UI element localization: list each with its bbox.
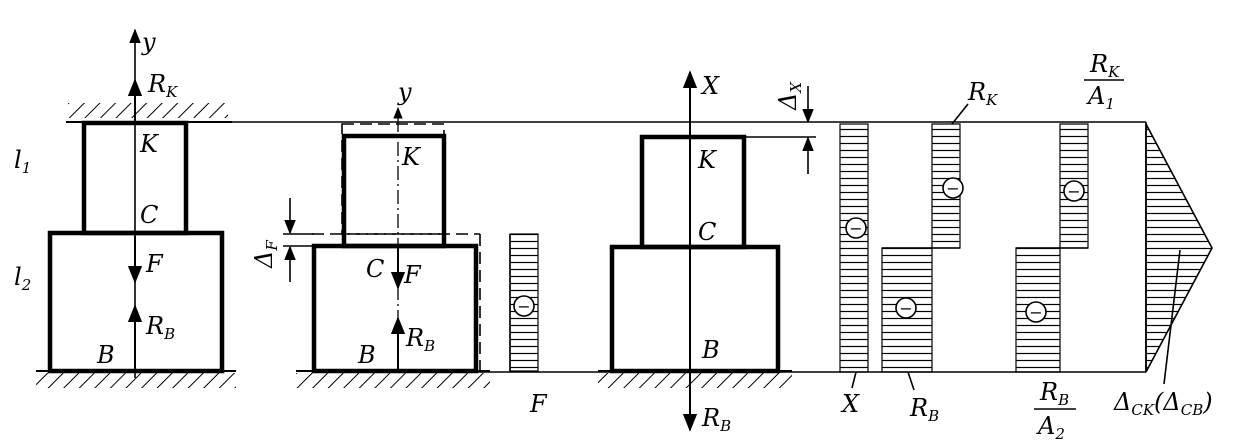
rb-label: RB	[701, 404, 731, 435]
frac-top-denominator: A1	[1086, 82, 1115, 113]
stress-top-minus-circle	[1063, 180, 1085, 202]
k-label: K	[401, 143, 422, 171]
delta-ck-label: ΔCK(ΔCB)	[1113, 388, 1213, 419]
delta-x-label: ΔX	[774, 81, 805, 111]
frac-bottom-denominator: A2	[1036, 412, 1065, 443]
c-label: C	[366, 255, 384, 283]
f-label: F	[145, 250, 164, 278]
b-label: B	[357, 341, 376, 369]
rb-label: RB	[145, 312, 175, 343]
original-upper-outline	[341, 123, 445, 235]
c-label: C	[140, 201, 158, 229]
x-diagram	[839, 123, 869, 373]
stress-top-minus: −	[1067, 182, 1080, 201]
rb-minus: −	[899, 299, 912, 318]
l1-label: l1	[14, 146, 31, 177]
bottom-support-hatch	[296, 373, 490, 388]
rb-minus-circle	[895, 297, 917, 319]
bottom-support-hatch	[598, 373, 792, 388]
delta-f-label: ΔF	[250, 240, 281, 269]
rb-label: RB	[909, 394, 939, 425]
x-diagram-leader	[851, 371, 857, 389]
f-diagram-label: F	[529, 390, 548, 418]
stress-bottom-minus: −	[1029, 303, 1042, 322]
x-diagram-label: X	[840, 390, 860, 418]
b-label: B	[96, 341, 115, 369]
y-axis-label: y	[397, 78, 412, 106]
x-diagram-minus-circle	[845, 217, 867, 239]
f-diagram-minus: −	[517, 297, 530, 316]
x-label: X	[700, 72, 720, 100]
frac-top-numerator: RK	[1089, 50, 1120, 81]
rb-label: RB	[405, 324, 435, 355]
rb-leader	[907, 371, 915, 391]
l2-label: l2	[14, 263, 31, 294]
figure-3-released-bar: ΔX X K C B RB	[598, 70, 816, 435]
rk-leader	[951, 103, 969, 125]
lower-bar-segment	[609, 244, 781, 374]
frac-bottom-numerator: RB	[1039, 378, 1069, 409]
lower-bar-segment	[47, 230, 225, 374]
k-label: K	[697, 146, 718, 174]
figure-1-fixed-bar: y RK K C F RB B l1 l2	[14, 28, 236, 388]
upper-bar-segment	[341, 133, 447, 249]
displacement-diagram	[1145, 123, 1213, 373]
bottom-support-hatch	[36, 373, 236, 388]
c-label: C	[698, 218, 716, 246]
k-label: K	[139, 130, 160, 158]
upper-bar-segment	[639, 134, 747, 250]
internal-force-diagrams: − X − − RK RB − − RK A1 RB A2 ΔCK(ΔCB)	[66, 50, 1213, 443]
rk-minus: −	[946, 179, 959, 198]
stress-bottom-minus-circle	[1025, 301, 1047, 323]
rk-label: RK	[147, 70, 178, 101]
delta-leader	[1163, 249, 1181, 385]
lower-bar-segment	[311, 243, 479, 374]
x-diagram-minus: −	[849, 219, 862, 238]
b-label: B	[701, 336, 720, 364]
f-diagram-minus-circle	[513, 295, 535, 317]
figure-2-free-bar: ΔF y K C F RB B − F	[250, 78, 548, 418]
rk-label: RK	[967, 78, 998, 109]
y-axis-label: y	[141, 28, 156, 56]
top-support-hatch	[68, 103, 228, 118]
rk-minus-circle	[942, 177, 964, 199]
f-label: F	[403, 261, 422, 289]
